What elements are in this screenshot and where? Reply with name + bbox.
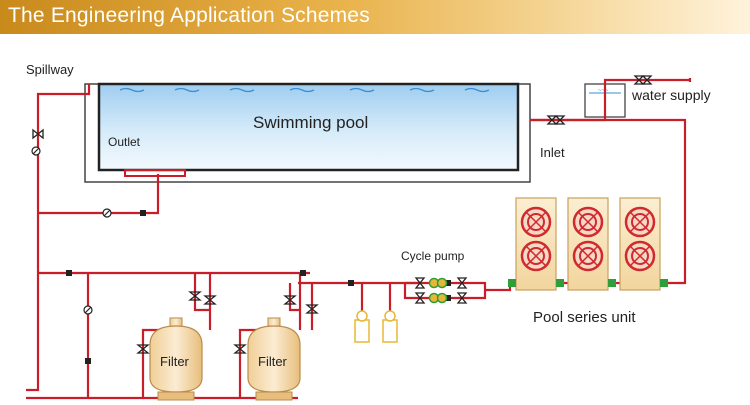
valves	[32, 75, 653, 354]
filter-1: Filter	[149, 317, 203, 401]
outlet-label: Outlet	[108, 135, 141, 149]
valve-icon	[188, 291, 202, 301]
cycle-pump-manifold	[403, 281, 487, 300]
swimming-pool: Swimming pool Outlet	[84, 82, 531, 183]
swimming-pool-label: Swimming pool	[253, 113, 368, 132]
pool-series-units	[508, 197, 668, 291]
valve-icon	[546, 115, 558, 125]
filter2-top-pipe	[288, 283, 300, 312]
spillway-label: Spillway	[26, 62, 74, 77]
cycle-pump-label: Cycle pump	[401, 249, 465, 263]
valve-icon	[305, 304, 319, 314]
valve-icon	[136, 344, 150, 354]
valve-icon	[32, 128, 44, 140]
pump-icon	[436, 292, 448, 304]
spillway-return-pipe	[26, 84, 91, 392]
filter-2: Filter	[247, 317, 301, 401]
valve-icon	[283, 295, 297, 305]
filter1-top-pipe	[193, 273, 210, 312]
outlet-drain	[124, 169, 186, 177]
valve-icon	[203, 295, 217, 305]
check-valves	[31, 146, 112, 315]
dosing-pumps	[354, 310, 398, 343]
pool-water	[97, 82, 520, 172]
heat-pump-unit-3	[619, 197, 661, 291]
unit-return-pipe	[530, 118, 687, 285]
filter-1-label: Filter	[160, 354, 190, 369]
unit-connectors	[508, 279, 668, 287]
svg-text:~~~: ~~~	[598, 88, 609, 94]
pipe-fittings	[66, 210, 451, 364]
valve-icon	[554, 115, 566, 125]
pump-icon	[436, 277, 448, 289]
valve-icon	[233, 344, 247, 354]
heat-pump-unit-1	[515, 197, 557, 291]
cycle-pumps	[428, 277, 448, 304]
outlet-pipe	[38, 174, 160, 215]
valve-icon	[456, 292, 468, 304]
pool-series-unit-label: Pool series unit	[533, 309, 636, 326]
heat-pump-unit-2	[567, 197, 609, 291]
valve-icon	[633, 75, 645, 85]
water-ripples	[119, 87, 490, 93]
title-bar: The Engineering Application Schemes	[0, 0, 750, 34]
valve-icon	[456, 277, 468, 289]
inlet-label: Inlet	[540, 145, 565, 160]
valve-icon	[414, 277, 426, 289]
filter-2-label: Filter	[258, 354, 288, 369]
water-supply-label: water supply	[631, 87, 711, 103]
page-title: The Engineering Application Schemes	[8, 4, 370, 27]
valve-icon	[414, 292, 426, 304]
valve-icon	[641, 75, 653, 85]
